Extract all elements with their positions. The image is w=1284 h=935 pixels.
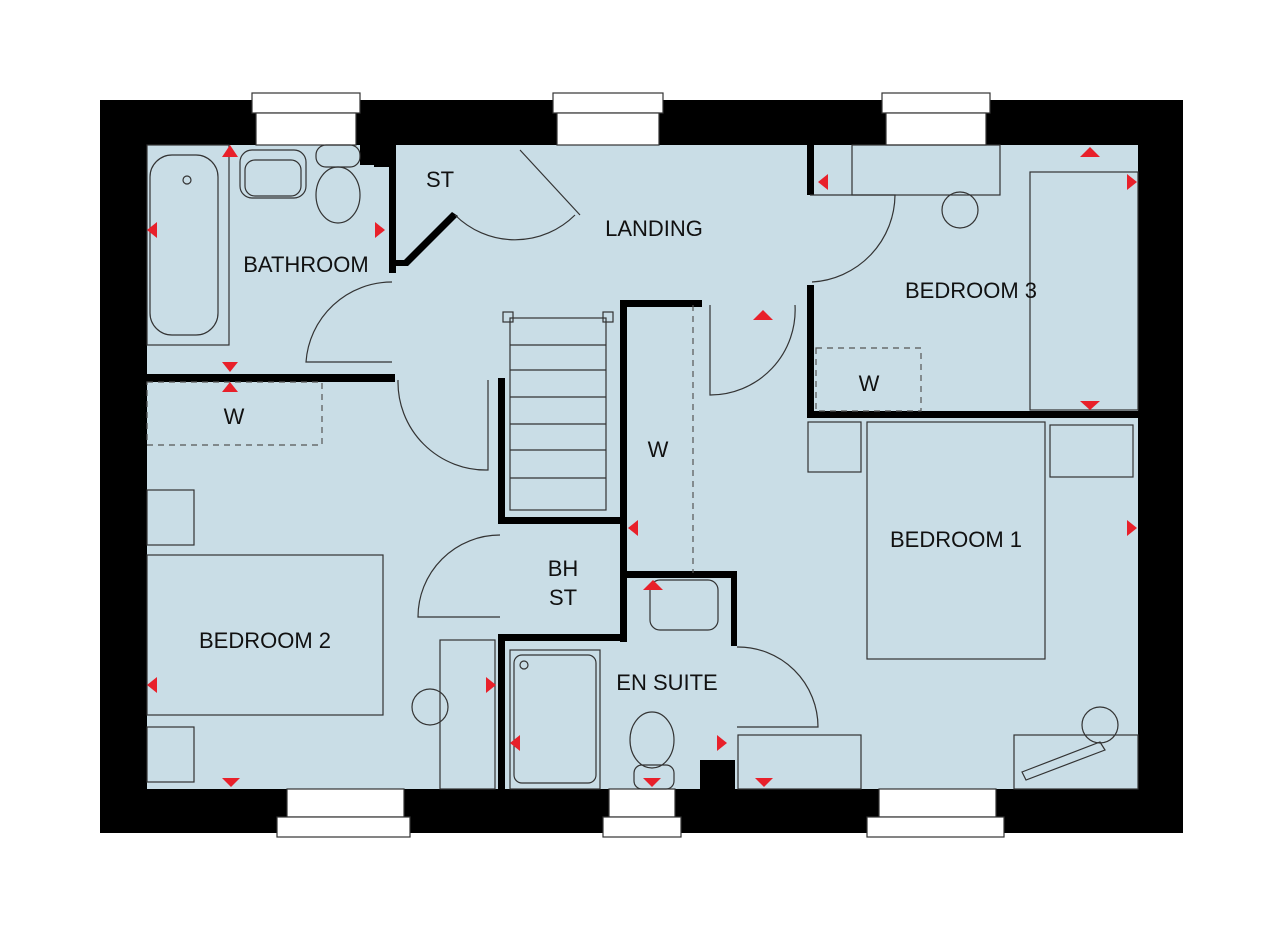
room-label-store: ST [426, 167, 454, 192]
room-label-wardrobe-landing: W [648, 437, 669, 462]
room-label-landing: LANDING [605, 216, 703, 241]
dimension-markers [147, 145, 1137, 787]
interior-walls [147, 145, 1138, 789]
fixtures [146, 144, 1139, 790]
windows [251, 92, 1005, 838]
room-label-bh: BH [548, 556, 579, 581]
room-label-wardrobe-bed3: W [859, 371, 880, 396]
room-label-wardrobe-bed2: W [224, 404, 245, 429]
room-label-bedroom1: BEDROOM 1 [890, 527, 1022, 552]
doors [305, 149, 896, 728]
room-label-bedroom2: BEDROOM 2 [199, 628, 331, 653]
room-label-bh-st: ST [549, 585, 577, 610]
floor-area [147, 145, 1138, 789]
room-label-bedroom3: BEDROOM 3 [905, 278, 1037, 303]
staircase [502, 311, 614, 511]
room-label-bathroom: BATHROOM [243, 252, 368, 277]
room-label-en-suite: EN SUITE [616, 670, 717, 695]
